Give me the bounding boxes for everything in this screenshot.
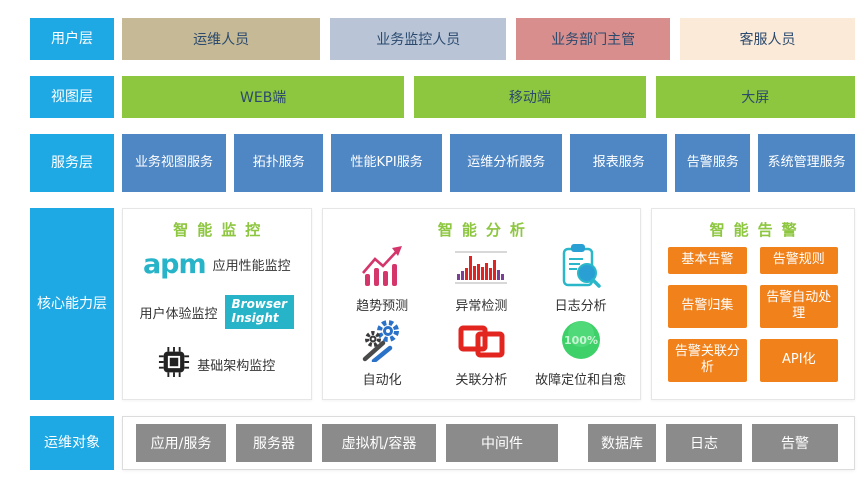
smart-monitoring-title: 智能监控 xyxy=(173,221,270,239)
object-box-vm-containers: 虚拟机/容器 xyxy=(322,424,436,462)
smart-alerting-title: 智能告警 xyxy=(709,221,806,239)
alert-auto-handling: 告警自动处理 xyxy=(759,284,838,328)
correlation-analysis-item: 关联分析 xyxy=(432,318,531,392)
user-box-support-staff: 客服人员 xyxy=(680,18,855,60)
service-box-topology: 拓扑服务 xyxy=(234,134,324,192)
chain-links-icon xyxy=(457,322,505,366)
trend-prediction-item: 趋势预测 xyxy=(333,242,432,318)
object-box-servers: 服务器 xyxy=(236,424,312,462)
object-box-middleware: 中间件 xyxy=(446,424,558,462)
view-layer-label: 视图层 xyxy=(30,76,114,118)
alert-rules: 告警规则 xyxy=(759,247,838,274)
object-box-logs: 日志 xyxy=(666,424,742,462)
user-layer-row: 用户层 运维人员 业务监控人员 业务部门主管 客服人员 xyxy=(30,18,855,60)
smart-analysis-grid: 趋势预测 xyxy=(329,242,635,392)
alert-aggregation: 告警归集 xyxy=(668,284,747,328)
health-gauge-icon: 100% xyxy=(559,318,603,366)
ux-monitor-label: 用户体验监控 xyxy=(139,306,218,322)
waveform-icon xyxy=(453,248,509,292)
user-box-biz-monitor-staff: 业务监控人员 xyxy=(330,18,507,60)
objects-container: 应用/服务 服务器 虚拟机/容器 中间件 数据库 日志 告警 xyxy=(122,416,855,470)
service-box-kpi: 性能KPI服务 xyxy=(331,134,442,192)
panel-smart-monitoring: 智能监控 apm 应用性能监控 用户体验监控 Browser Insight xyxy=(122,208,312,400)
gauge-value-text: 100% xyxy=(564,334,598,347)
view-box-bigscreen: 大屏 xyxy=(655,76,855,118)
user-box-ops-staff: 运维人员 xyxy=(122,18,321,60)
panel-smart-alerting: 智能告警 基本告警 告警规则 告警归集 告警自动处理 告警关联分析 API化 xyxy=(651,208,855,400)
browser-insight-line1: Browser xyxy=(231,297,288,312)
self-healing-label: 故障定位和自愈 xyxy=(535,373,627,388)
view-box-web: WEB端 xyxy=(122,76,405,118)
core-layer-label: 核心能力层 xyxy=(30,208,114,400)
trend-prediction-label: 趋势预测 xyxy=(356,299,409,314)
service-layer-label: 服务层 xyxy=(30,134,114,192)
browser-insight-line2: Insight xyxy=(231,311,279,325)
service-box-ops-analysis: 运维分析服务 xyxy=(449,134,563,192)
object-box-databases: 数据库 xyxy=(588,424,656,462)
view-layer-row: 视图层 WEB端 移动端 大屏 xyxy=(30,76,855,118)
ux-monitor-item: 用户体验监控 Browser Insight xyxy=(129,295,305,329)
clipboard-magnifier-icon xyxy=(559,242,603,292)
correlation-analysis-label: 关联分析 xyxy=(455,373,508,388)
smart-analysis-title: 智能分析 xyxy=(437,221,534,239)
apm-label: 应用性能监控 xyxy=(212,258,291,274)
log-analysis-item: 日志分析 xyxy=(531,242,630,318)
panel-smart-analysis: 智能分析 趋势预测 xyxy=(321,208,642,400)
apm-item: apm 应用性能监控 xyxy=(129,251,305,278)
smart-monitoring-items: apm 应用性能监控 用户体验监控 Browser Insight xyxy=(129,242,305,391)
service-box-alert: 告警服务 xyxy=(675,134,751,192)
service-layer-row: 服务层 业务视图服务 拓扑服务 性能KPI服务 运维分析服务 报表服务 告警服务… xyxy=(30,134,855,192)
view-layer-items: WEB端 移动端 大屏 xyxy=(122,76,855,118)
automation-label: 自动化 xyxy=(362,373,402,388)
automation-item: 自动化 xyxy=(333,318,432,392)
service-box-report: 报表服务 xyxy=(570,134,668,192)
user-layer-items: 运维人员 业务监控人员 业务部门主管 客服人员 xyxy=(122,18,855,60)
core-layer-row: 核心能力层 智能监控 apm 应用性能监控 用户体验监控 Browser Ins… xyxy=(30,208,855,400)
anomaly-detection-label: 异常检测 xyxy=(455,299,508,314)
alert-api: API化 xyxy=(759,338,838,382)
object-box-alerts: 告警 xyxy=(752,424,838,462)
gears-tools-icon xyxy=(357,318,407,366)
trend-chart-icon xyxy=(358,244,406,292)
objects-layer-row: 运维对象 应用/服务 服务器 虚拟机/容器 中间件 数据库 日志 告警 xyxy=(30,416,855,470)
core-layer-panels: 智能监控 apm 应用性能监控 用户体验监控 Browser Insight xyxy=(122,208,855,400)
objects-layer-label: 运维对象 xyxy=(30,416,114,470)
object-box-apps: 应用/服务 xyxy=(136,424,226,462)
chip-icon xyxy=(158,346,190,382)
user-layer-label: 用户层 xyxy=(30,18,114,60)
infra-monitor-item: 基础架构监控 xyxy=(129,346,305,382)
smart-alerting-grid: 基本告警 告警规则 告警归集 告警自动处理 告警关联分析 API化 xyxy=(658,242,848,391)
alert-correlation: 告警关联分析 xyxy=(668,338,747,382)
alert-basic: 基本告警 xyxy=(668,247,747,274)
self-healing-item: 100% 故障定位和自愈 xyxy=(531,318,630,392)
view-box-mobile: 移动端 xyxy=(414,76,646,118)
infra-monitor-label: 基础架构监控 xyxy=(197,358,276,374)
browser-insight-badge-icon: Browser Insight xyxy=(224,295,295,329)
service-layer-items: 业务视图服务 拓扑服务 性能KPI服务 运维分析服务 报表服务 告警服务 系统管… xyxy=(122,134,855,192)
service-box-sysmgmt: 系统管理服务 xyxy=(758,134,855,192)
service-box-bizview: 业务视图服务 xyxy=(122,134,227,192)
user-box-biz-manager: 业务部门主管 xyxy=(516,18,670,60)
anomaly-detection-item: 异常检测 xyxy=(432,242,531,318)
log-analysis-label: 日志分析 xyxy=(554,299,607,314)
apm-logo-icon: apm xyxy=(142,248,207,280)
